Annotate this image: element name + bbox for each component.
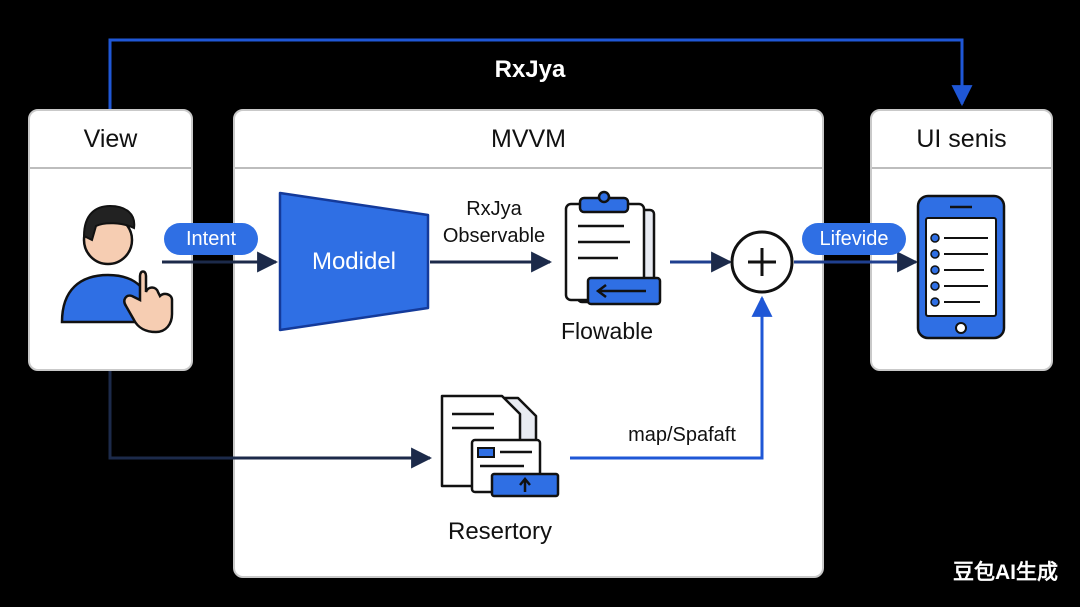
map-label: map/Spafaft [628,424,736,446]
top-route-label: RxJya [494,56,566,83]
ui-divider [872,167,1051,169]
phone-list-icon [916,194,1006,340]
model-label: Modidel [311,248,397,275]
top-route-arrow [108,38,973,109]
repository-label: Resertory [447,518,553,545]
mvvm-panel: MVVM [233,109,824,578]
model-shape [278,191,430,332]
mvvm-divider [235,167,822,169]
repository-to-merge-arrow [570,295,773,460]
lifecycle-badge: Lifevide [802,223,906,255]
view-to-repository-arrow [108,371,433,469]
clipboard-icon [564,190,662,306]
ui-title: UI senis [916,125,1007,153]
watermark: 豆包AI生成 [953,561,1058,584]
mvvm-title: MVVM [491,125,566,153]
flowable-label: Flowable [560,318,654,344]
intent-badge: Intent [164,223,258,255]
observable-label-line2: Observable [442,225,546,247]
user-pointing-icon [60,204,174,334]
repository-document-icon [440,394,560,498]
merge-plus-icon [730,230,794,294]
observable-label-line1: RxJya [466,198,522,220]
view-divider [30,167,191,169]
view-title: View [83,125,138,153]
